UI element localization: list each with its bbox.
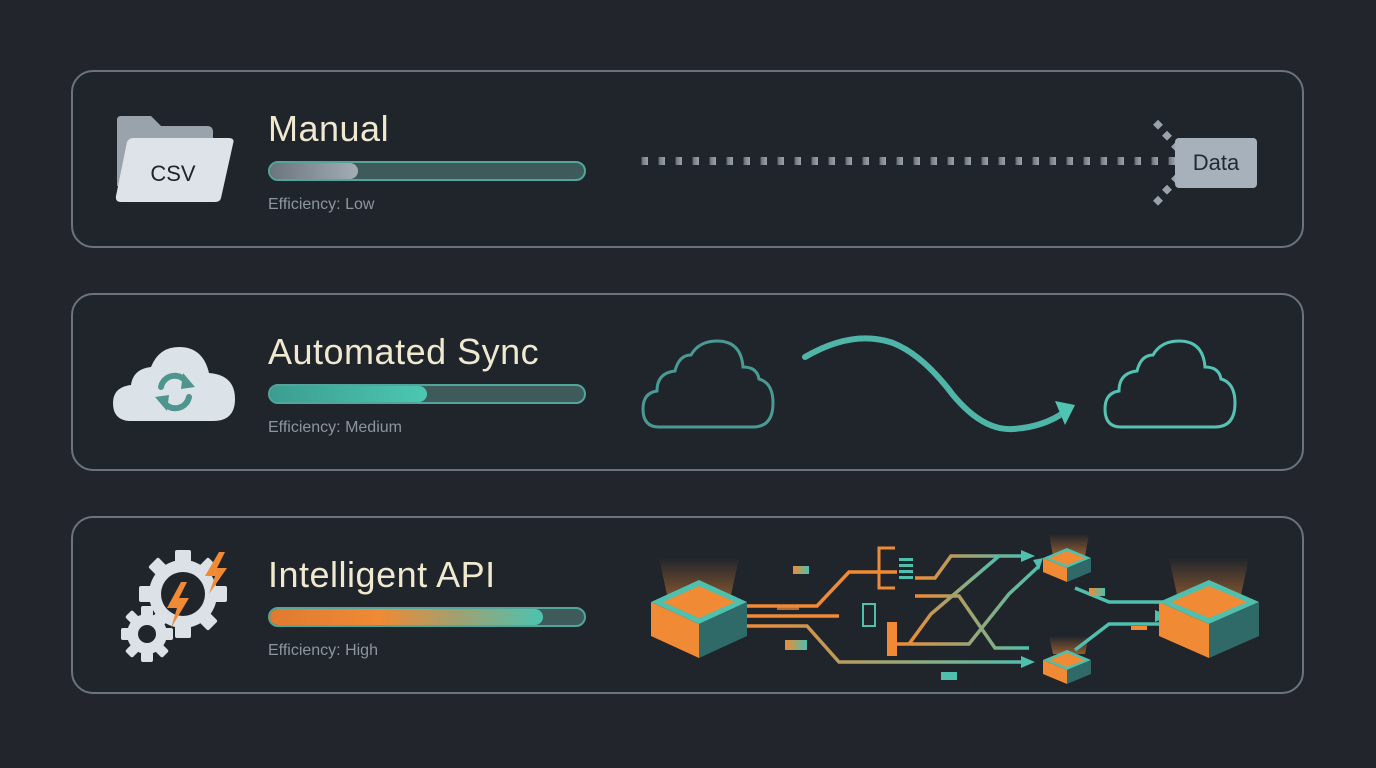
efficiency-bar-fill xyxy=(270,163,358,179)
target-server-icon xyxy=(1159,580,1259,658)
relay-node-icon xyxy=(1043,650,1091,684)
source-cloud-icon xyxy=(641,339,775,429)
efficiency-label: Efficiency: High xyxy=(268,642,378,659)
gears-lightning-icon xyxy=(109,550,239,662)
target-cloud-icon xyxy=(1103,339,1237,429)
relay-node-icon xyxy=(1043,548,1091,582)
efficiency-label: Efficiency: Low xyxy=(268,196,375,213)
csv-folder-icon: CSV xyxy=(109,106,239,216)
api-network-visual xyxy=(633,518,1293,692)
dotted-arrow-icon xyxy=(641,157,1175,165)
efficiency-bar xyxy=(268,161,586,181)
card-title: Automated Sync xyxy=(268,331,540,372)
cloud-sync-icon xyxy=(109,329,239,439)
card-manual: CSV Manual Efficiency: Low xyxy=(71,70,1304,248)
efficiency-label: Efficiency: Medium xyxy=(268,419,402,436)
cloud-transfer-visual xyxy=(633,295,1293,469)
data-target-box: Data xyxy=(1175,138,1257,188)
card-title: Manual xyxy=(268,108,390,149)
efficiency-bar-fill xyxy=(270,386,427,402)
card-title: Intelligent API xyxy=(268,554,496,595)
svg-text:CSV: CSV xyxy=(150,161,196,186)
source-server-icon xyxy=(651,580,747,658)
efficiency-bar xyxy=(268,384,586,404)
card-automated-sync: Automated Sync Efficiency: Medium xyxy=(71,293,1304,471)
sync-arrow-icon xyxy=(802,335,1066,433)
efficiency-bar xyxy=(268,607,586,627)
card-intelligent-api: Intelligent API Efficiency: High xyxy=(71,516,1304,694)
data-target-label: Data xyxy=(1192,150,1240,175)
efficiency-bar-fill xyxy=(270,609,544,625)
